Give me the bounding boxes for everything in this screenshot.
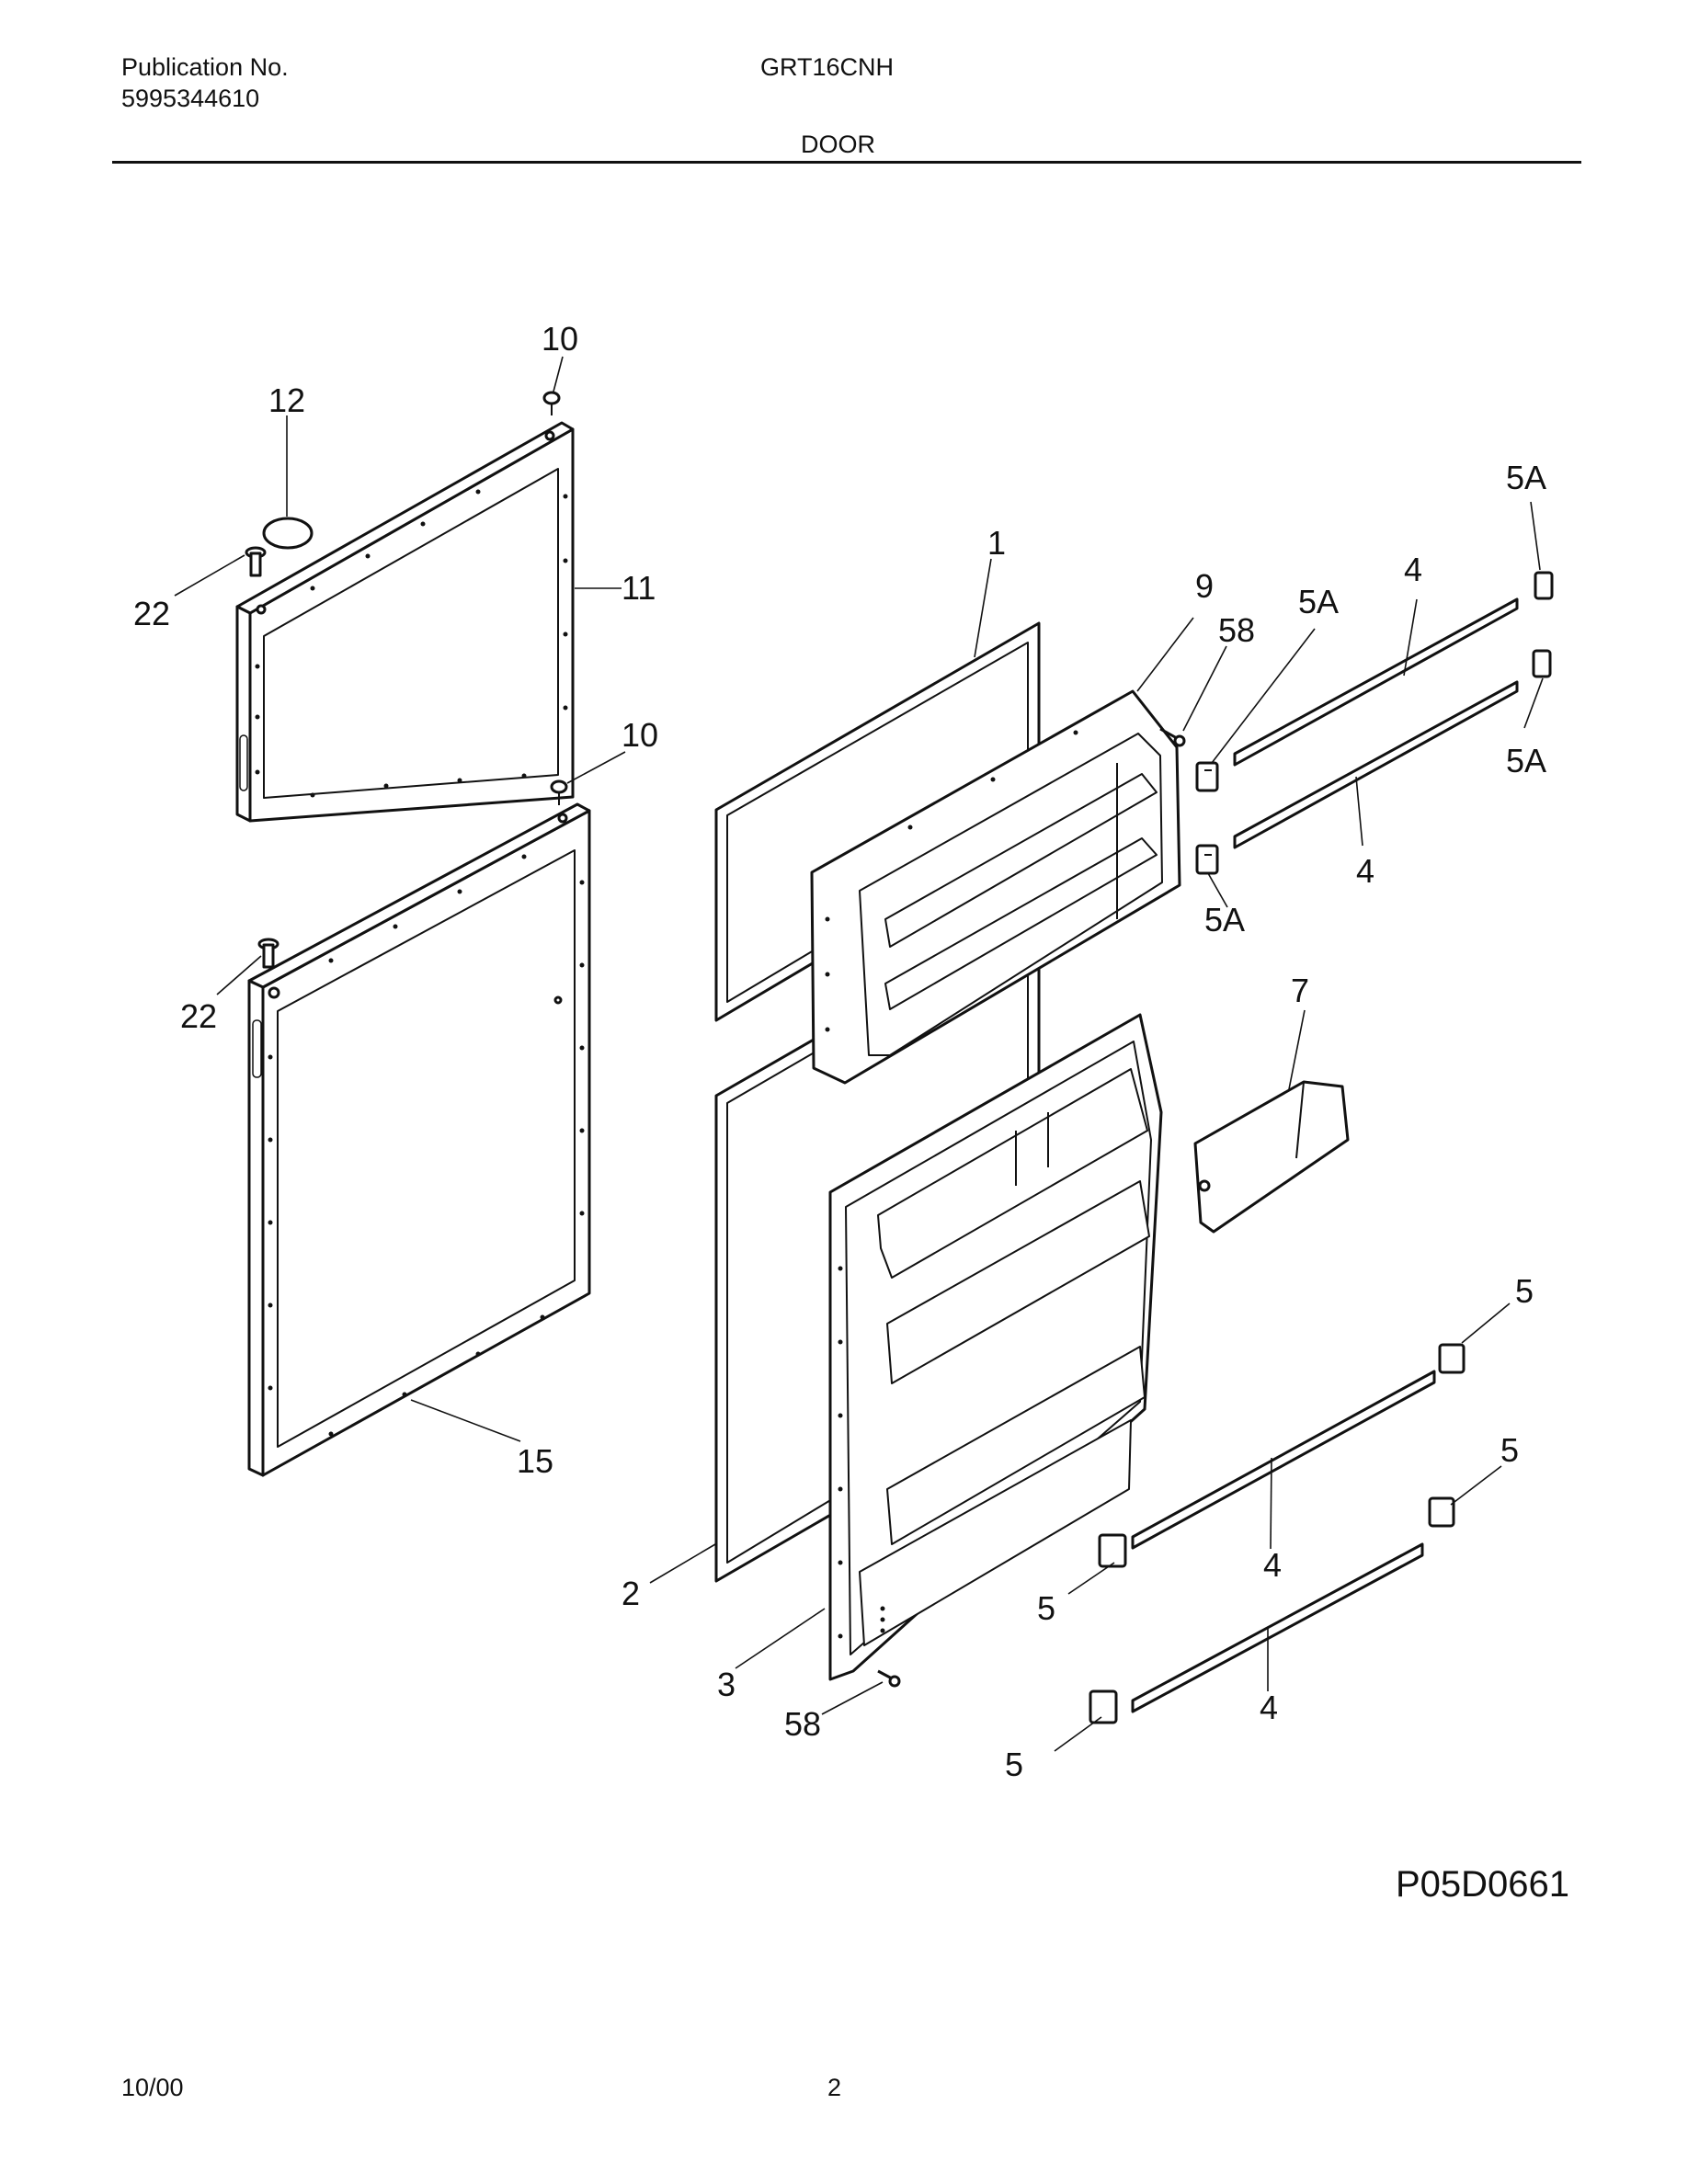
callout-22-top: 22 bbox=[133, 595, 170, 632]
callout-5a-low: 5A bbox=[1204, 901, 1245, 938]
callout-4-top: 4 bbox=[1404, 551, 1422, 588]
freezer-rail-lower bbox=[1233, 680, 1519, 849]
rail-clip-5a-1 bbox=[1195, 761, 1219, 792]
fresh-rail-2 bbox=[1131, 1542, 1424, 1713]
callout-10-lower: 10 bbox=[622, 716, 658, 754]
callout-4-fourth: 4 bbox=[1260, 1689, 1278, 1726]
rail-clip-5a-4 bbox=[1532, 649, 1552, 678]
rail-clip-5-2 bbox=[1428, 1496, 1455, 1528]
publication-label: Publication No. bbox=[121, 53, 289, 81]
callout-5-d: 5 bbox=[1005, 1746, 1023, 1783]
hinge-pin-upper bbox=[245, 546, 267, 577]
callout-9: 9 bbox=[1195, 567, 1214, 605]
callout-5-b: 5 bbox=[1500, 1431, 1519, 1469]
fresh-food-door-panel bbox=[247, 802, 591, 1477]
callout-58-lower: 58 bbox=[784, 1705, 821, 1743]
rail-clip-5-4 bbox=[1089, 1689, 1118, 1724]
callout-12: 12 bbox=[268, 381, 305, 419]
callout-1: 1 bbox=[987, 524, 1006, 562]
model-number: GRT16CNH bbox=[760, 53, 895, 81]
freezer-door-liner bbox=[810, 689, 1181, 1085]
callout-11: 11 bbox=[622, 569, 656, 607]
screw-lower bbox=[877, 1669, 901, 1688]
callout-22-lower: 22 bbox=[180, 997, 217, 1035]
callout-7: 7 bbox=[1291, 972, 1309, 1009]
fresh-food-door-liner bbox=[828, 1013, 1163, 1681]
callout-5a-mid: 5A bbox=[1298, 583, 1339, 620]
freezer-rail-upper bbox=[1233, 597, 1519, 767]
callout-10-top: 10 bbox=[542, 320, 578, 358]
hinge-plug-lower bbox=[550, 779, 568, 805]
callout-5-c: 5 bbox=[1037, 1589, 1055, 1627]
rail-clip-5a-2 bbox=[1195, 844, 1219, 875]
rail-clip-5-3 bbox=[1098, 1533, 1127, 1568]
callout-leaders bbox=[174, 356, 1544, 1752]
header-rule bbox=[112, 161, 1581, 164]
callout-5a-right: 5A bbox=[1506, 742, 1546, 779]
callout-2: 2 bbox=[622, 1575, 640, 1612]
publication-number: 5995344610 bbox=[121, 85, 260, 112]
page-number: 2 bbox=[827, 2074, 842, 2101]
callout-3: 3 bbox=[717, 1666, 736, 1703]
callout-58-top: 58 bbox=[1218, 611, 1255, 649]
hinge-pin-lower bbox=[257, 938, 279, 969]
dairy-door bbox=[1193, 1080, 1350, 1234]
section-title: DOOR bbox=[801, 131, 875, 158]
freezer-door-panel bbox=[235, 421, 575, 823]
callout-5-a: 5 bbox=[1515, 1272, 1534, 1310]
oval-badge bbox=[262, 517, 314, 550]
callout-4-third: 4 bbox=[1263, 1546, 1282, 1584]
callout-4-second: 4 bbox=[1356, 852, 1374, 890]
hinge-plug-top bbox=[542, 391, 561, 415]
callout-15: 15 bbox=[517, 1442, 553, 1480]
callout-labels: 10 12 22 11 10 22 15 1 9 58 5A 4 5A 5A 4… bbox=[133, 320, 1546, 1783]
figure-code: P05D0661 bbox=[1396, 1864, 1570, 1905]
fresh-rail-1 bbox=[1131, 1370, 1436, 1550]
footer-date: 10/00 bbox=[121, 2074, 184, 2101]
rail-clip-5-1 bbox=[1438, 1343, 1466, 1374]
rail-clip-5a-3 bbox=[1534, 571, 1554, 600]
callout-5a-top: 5A bbox=[1506, 459, 1546, 496]
screw-upper bbox=[1159, 727, 1186, 747]
